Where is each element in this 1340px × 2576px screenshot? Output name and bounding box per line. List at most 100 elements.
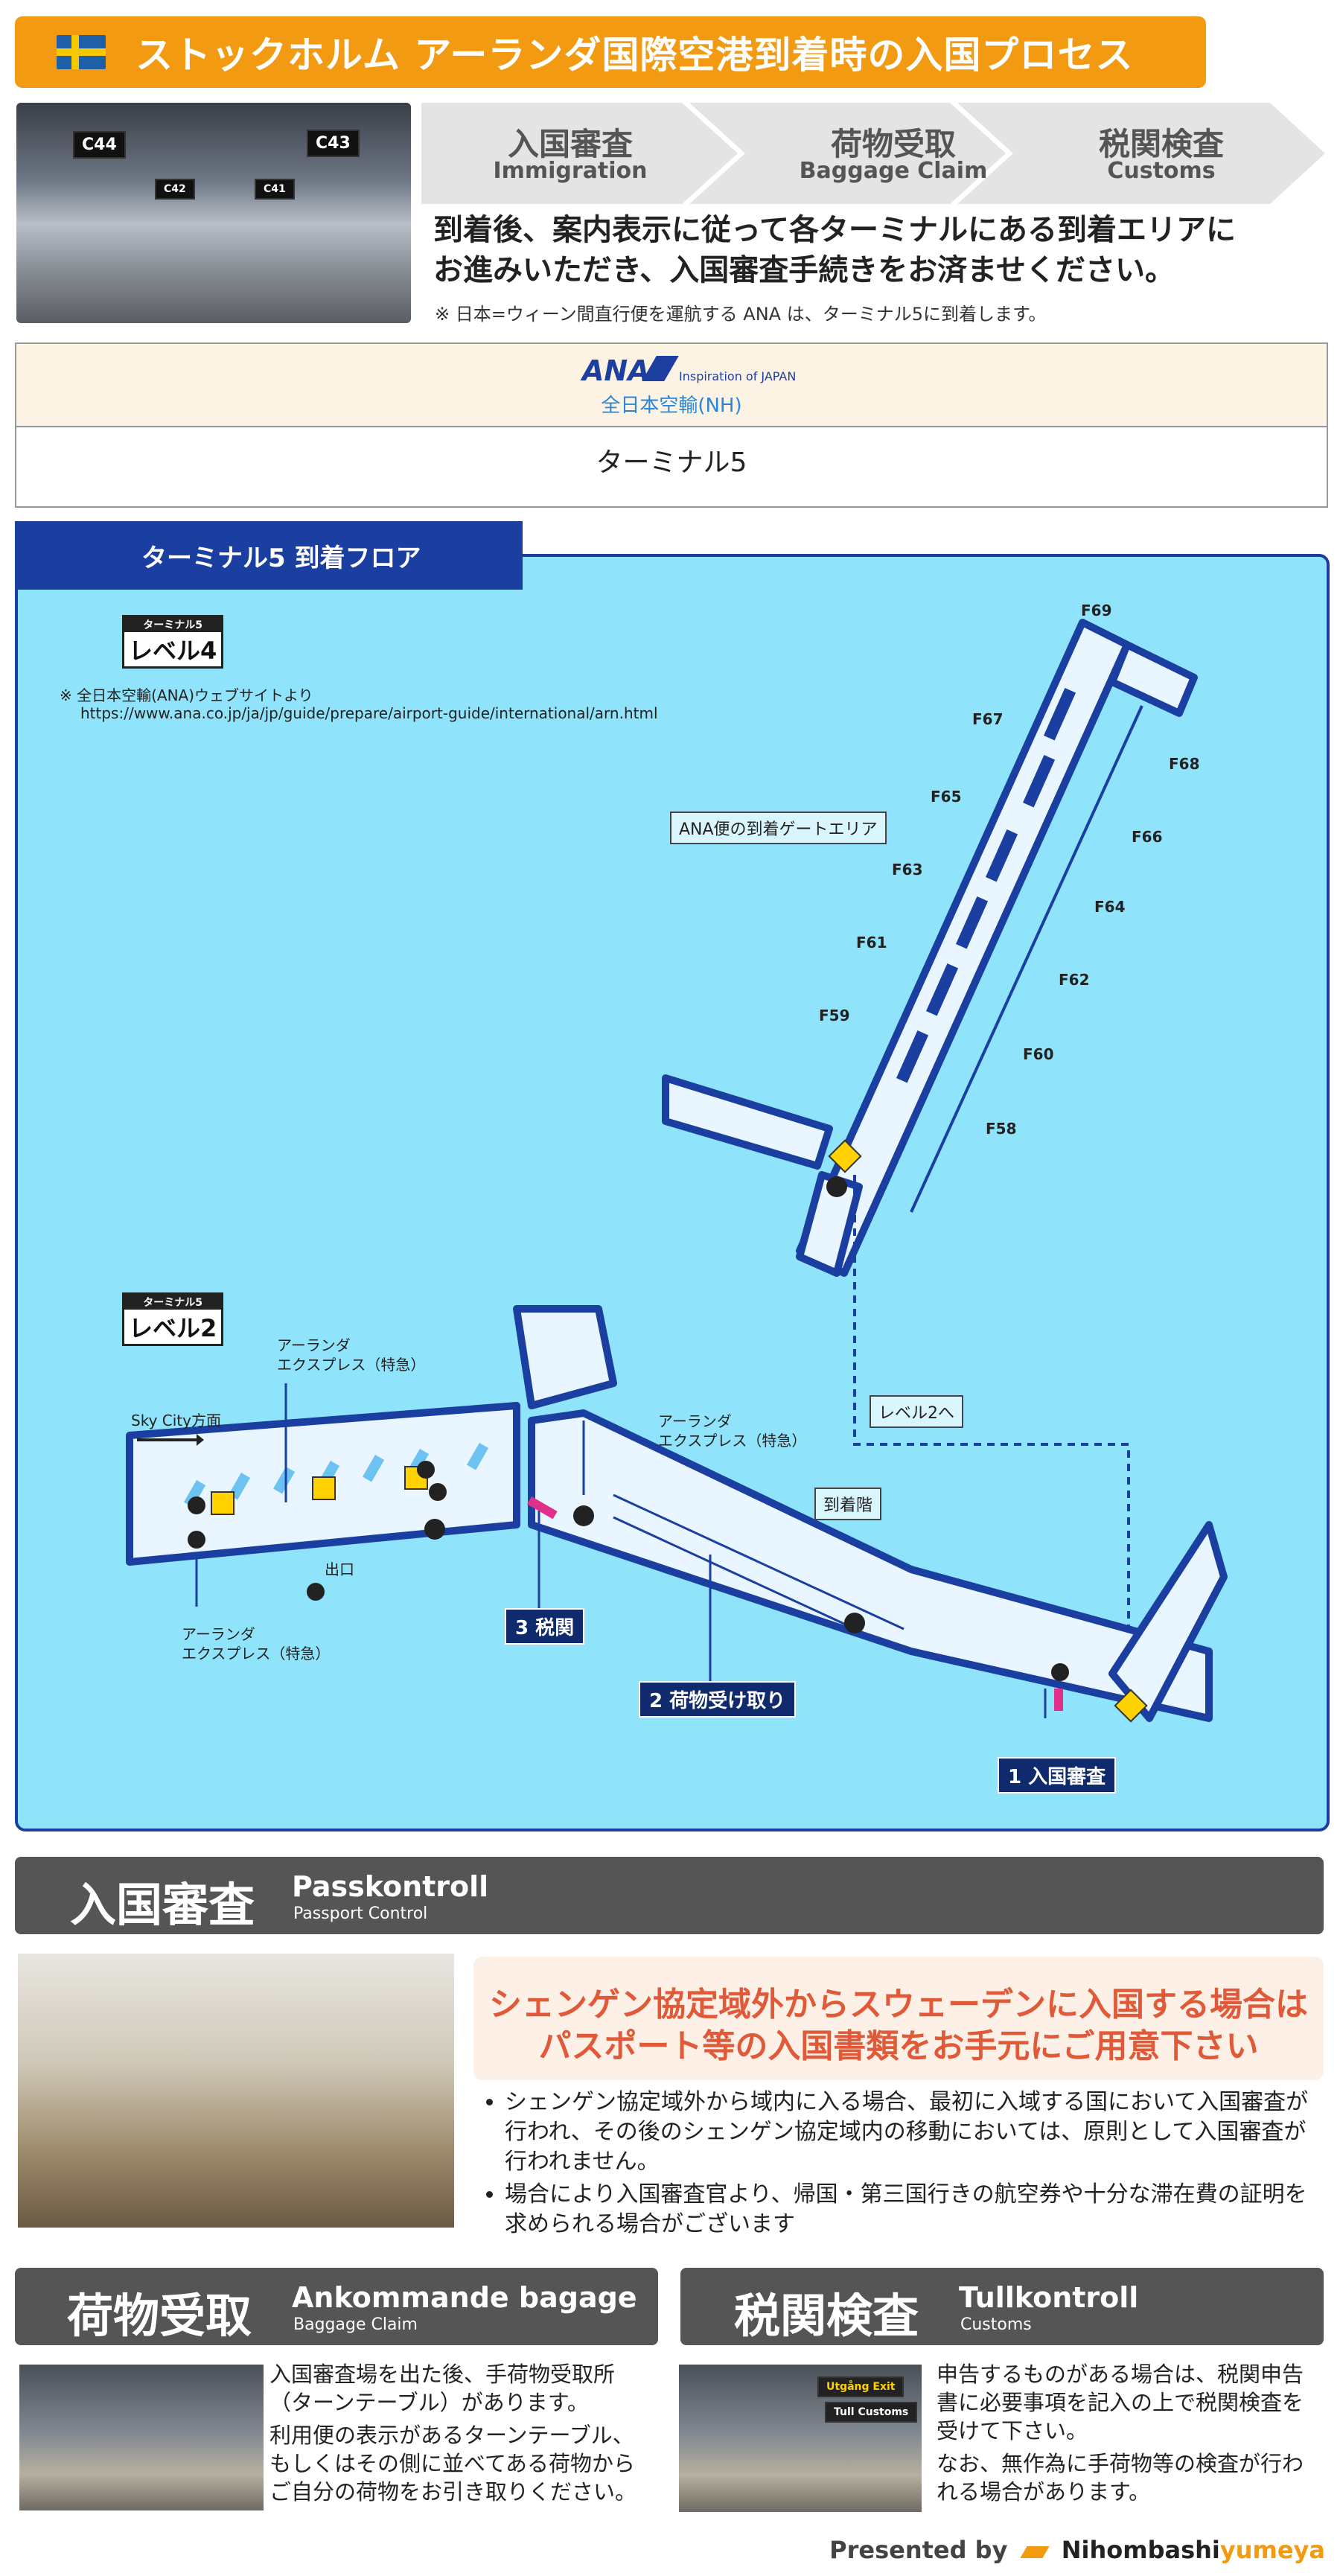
- gate-label: F68: [1169, 755, 1200, 773]
- ana-logo: ANA: [582, 354, 650, 387]
- section-title-jp: 入国審査: [70, 1878, 255, 1932]
- gate-sign: C43: [307, 130, 360, 157]
- map-source-note: ※ 全日本空輸(ANA)ウェブサイトより: [60, 686, 313, 704]
- intro-line: お進みいただき、入国審査手続きをお済ませください。: [433, 253, 1175, 287]
- step3-customs-tag: 3 税関: [505, 1608, 585, 1645]
- express-line: エクスプレス（特急）: [277, 1356, 426, 1374]
- express-label-top: アーランダ エクスプレス（特急）: [277, 1336, 425, 1374]
- section-title-jp: 税関検査: [734, 2289, 919, 2343]
- customs-photo: Utgång Exit Tull Customs: [679, 2365, 922, 2512]
- level4-badge: ターミナル5 レベル4: [122, 615, 224, 669]
- airline-header: ANA Inspiration of JAPAN 全日本空輸(NH): [16, 344, 1327, 427]
- to-level2-label: レベル2へ: [870, 1395, 963, 1428]
- intro-note: ※ 日本=ウィーン間直行便を運航する ANA は、ターミナル5に到着します。: [435, 304, 1047, 325]
- baggage-photo: [19, 2365, 264, 2510]
- gate-sign: C44: [73, 131, 126, 159]
- customs-paragraph: なお、無作為に手荷物等の検査が行われる場合があります。: [937, 2451, 1304, 2505]
- gate-sign: C42: [155, 179, 195, 200]
- level2-badge: ターミナル5 レベル2: [122, 1292, 224, 1346]
- level-big-label: レベル2: [129, 1314, 217, 1342]
- floor-map-drawing: [126, 619, 1228, 1723]
- footer-brand-b: yumeya: [1219, 2536, 1325, 2564]
- terminal-cell: ターミナル5: [596, 447, 747, 478]
- gate-label: F63: [892, 861, 923, 879]
- map-source-url: https://www.ana.co.jp/ja/jp/guide/prepar…: [80, 704, 658, 722]
- gate-label: F62: [1059, 971, 1090, 989]
- section-title-en: Passkontroll: [292, 1870, 489, 1903]
- section-title-en-sub: Baggage Claim: [293, 2315, 418, 2334]
- gate-label: F66: [1132, 828, 1163, 846]
- baggage-paragraph: 利用便の表示があるターンテーブル、もしくはその側に並べてある荷物からご自分の荷物…: [269, 2423, 637, 2505]
- sweden-flag-icon: [57, 35, 106, 69]
- sky-city-label: Sky City方面: [131, 1412, 221, 1429]
- floor-map: ターミナル5 レベル4 ※ 全日本空輸(ANA)ウェブサイトより https:/…: [15, 554, 1330, 1831]
- intro-text: 到着後、案内表示に従って各ターミナルにある到着エリアに お進みいただき、入国審査…: [433, 210, 1327, 290]
- arrival-hall-label: 到着階: [814, 1488, 882, 1520]
- section-title-jp: 荷物受取: [67, 2289, 252, 2343]
- callout-line: シェンゲン協定域外からスウェーデンに入国する場合は: [489, 1986, 1308, 2024]
- baggage-section-header: 荷物受取 Ankommande bagage Baggage Claim: [15, 2268, 658, 2345]
- airline-table: ANA Inspiration of JAPAN 全日本空輸(NH) ターミナル…: [15, 342, 1328, 508]
- step-en: Baggage Claim: [799, 158, 988, 184]
- footer-brand-a: Nihombashi: [1061, 2536, 1220, 2564]
- customs-text: 申告するものがある場合は、税関申告書に必要事項を記入の上で税関検査を受けて下さい…: [937, 2360, 1321, 2506]
- gate-label: F59: [819, 1007, 850, 1024]
- immigration-photo: [18, 1954, 454, 2228]
- step-en: Customs: [1107, 158, 1216, 184]
- baggage-text: 入国審査場を出た後、手荷物受取所（ターンテーブル）があります。 利用便の表示があ…: [269, 2360, 651, 2506]
- immigration-bullets: シェンゲン協定域外から域内に入る場合、最初に入域する国において入国審査が行われ、…: [484, 2088, 1324, 2242]
- step2-baggage-tag: 2 荷物受け取り: [639, 1681, 797, 1718]
- step-immigration: 入国審査 Immigration: [421, 104, 719, 203]
- customs-section-header: 税関検査 Tullkontroll Customs: [680, 2268, 1324, 2345]
- step-jp: 入国審査: [507, 126, 633, 162]
- step-chevrons: [421, 103, 1325, 204]
- baggage-paragraph: 入国審査場を出た後、手荷物受取所（ターンテーブル）があります。: [269, 2362, 616, 2415]
- gate-label: F67: [972, 710, 1004, 728]
- step-baggage: 荷物受取 Baggage Claim: [744, 104, 1042, 203]
- gate-label: F61: [856, 934, 887, 951]
- customs-paragraph: 申告するものがある場合は、税関申告書に必要事項を記入の上で税関検査を受けて下さい…: [937, 2362, 1304, 2443]
- bullet-item: 場合により入国審査官より、帰国・第三国行きの航空券や十分な滞在費の証明を求められ…: [505, 2180, 1324, 2239]
- title-bar: ストックホルム アーランダ国際空港到着時の入国プロセス: [15, 16, 1206, 88]
- gate-sign: C41: [255, 179, 295, 200]
- section-title-en: Ankommande bagage: [292, 2281, 637, 2314]
- section-title-en: Tullkontroll: [959, 2281, 1139, 2314]
- gate-area-photo: C44 C43 C42 C41: [16, 103, 411, 323]
- airline-name: 全日本空輸(NH): [601, 395, 742, 417]
- bullet-item: シェンゲン協定域外から域内に入る場合、最初に入域する国において入国審査が行われ、…: [505, 2088, 1324, 2177]
- intro-line: 到着後、案内表示に従って各ターミナルにある到着エリアに: [433, 213, 1236, 247]
- section-title-en-sub: Customs: [960, 2315, 1032, 2334]
- express-line: アーランダ: [182, 1625, 255, 1643]
- level-big-label: レベル4: [129, 637, 217, 665]
- level-small-label: ターミナル5: [124, 617, 222, 632]
- step1-immigration-tag: 1 入国審査: [998, 1757, 1117, 1794]
- exit-sign: Utgång Exit: [817, 2376, 904, 2397]
- footer-credit: Presented by Nihombashiyumeya: [829, 2536, 1325, 2564]
- gate-label: F60: [1023, 1045, 1054, 1063]
- step-en: Immigration: [493, 158, 648, 184]
- exit-label: 出口: [325, 1560, 354, 1578]
- customs-sign: Tull Customs: [825, 2402, 918, 2423]
- brand-logo-icon: [1019, 2546, 1050, 2558]
- express-label-bottom: アーランダ エクスプレス（特急）: [182, 1625, 330, 1663]
- gate-label: F58: [986, 1120, 1017, 1138]
- express-label-mid: アーランダ エクスプレス（特急）: [658, 1412, 806, 1450]
- level-small-label: ターミナル5: [124, 1295, 222, 1310]
- express-line: エクスプレス（特急）: [182, 1645, 331, 1662]
- footer-prefix: Presented by: [829, 2536, 1008, 2564]
- callout-line: パスポート等の入国書類をお手元にご用意下さい: [538, 2027, 1259, 2065]
- step-jp: 税関検査: [1098, 126, 1224, 162]
- immigration-section-header: 入国審査 Passkontroll Passport Control: [15, 1857, 1324, 1934]
- step-jp: 荷物受取: [830, 126, 956, 162]
- map-tab-title: ターミナル5 到着フロア: [15, 521, 523, 590]
- ana-tagline: Inspiration of JAPAN: [679, 369, 797, 383]
- gate-label: F64: [1094, 898, 1126, 916]
- step-customs: 税関検査 Customs: [1012, 104, 1310, 203]
- express-line: アーランダ: [658, 1412, 732, 1430]
- gate-area-label: ANA便の到着ゲートエリア: [670, 812, 887, 844]
- page-title: ストックホルム アーランダ国際空港到着時の入国プロセス: [135, 34, 1134, 77]
- immigration-callout: シェンゲン協定域外からスウェーデンに入国する場合は パスポート等の入国書類をお手…: [473, 1957, 1324, 2080]
- section-title-en-sub: Passport Control: [293, 1904, 428, 1923]
- gate-label: F65: [931, 788, 962, 806]
- gate-label: F69: [1081, 602, 1112, 619]
